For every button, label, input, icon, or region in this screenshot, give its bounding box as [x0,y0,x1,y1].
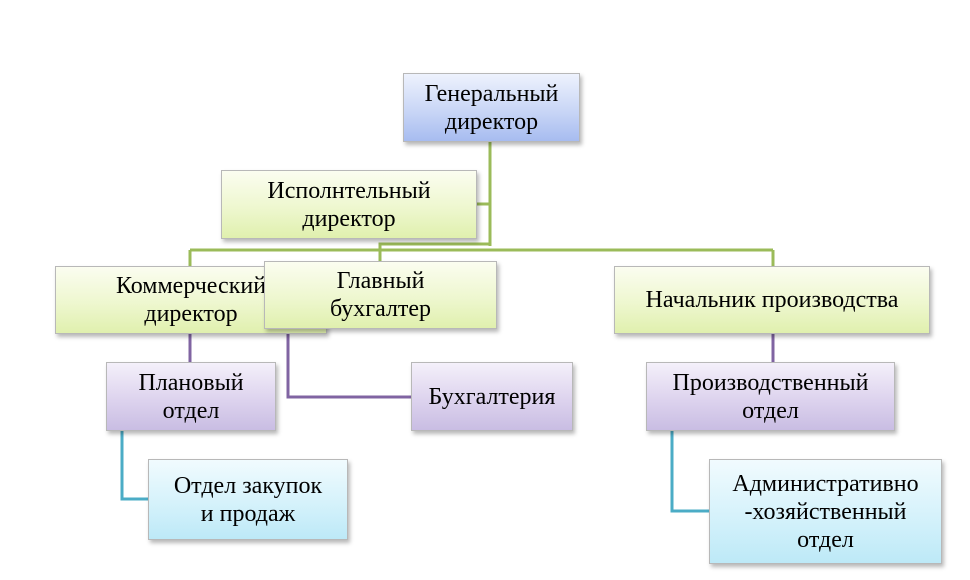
node-chief-accountant: Главный бухгалтер [264,261,497,329]
node-chief-accountant-label: Главный бухгалтер [329,268,432,322]
connector-planning-purchasing [120,431,148,501]
node-accounting: Бухгалтерия [411,362,573,431]
node-planning-department: Плановый отдел [106,362,276,431]
node-general-director-label: Генеральный директор [424,80,559,135]
connector-production-admin [670,431,709,513]
node-administrative-department: Административно -хозяйственный отдел [709,459,942,564]
node-purchasing-sales-department: Отдел закупок и продаж [148,459,348,540]
node-administrative-department-label: Административно -хозяйственный отдел [732,470,919,553]
node-purchasing-sales-department-label: Отдел закупок и продаж [173,472,323,527]
node-accounting-label: Бухгалтерия [428,383,556,410]
node-production-department-label: Производственный отдел [672,369,869,424]
connector-accountant-accounting [286,329,411,399]
node-production-department: Производственный отдел [646,362,895,431]
node-production-head-label: Начальник производства [645,287,899,313]
node-production-head: Начальник производства [614,266,930,334]
node-executive-director-label: Исполнтельный директор [267,177,431,232]
node-executive-director: Исполнтельный директор [221,170,477,239]
connector-accountant-branch [378,242,490,261]
node-general-director: Генеральный директор [403,73,580,142]
node-planning-department-label: Плановый отдел [138,369,244,424]
node-commercial-director-label: Коммерческий директор [115,273,267,327]
